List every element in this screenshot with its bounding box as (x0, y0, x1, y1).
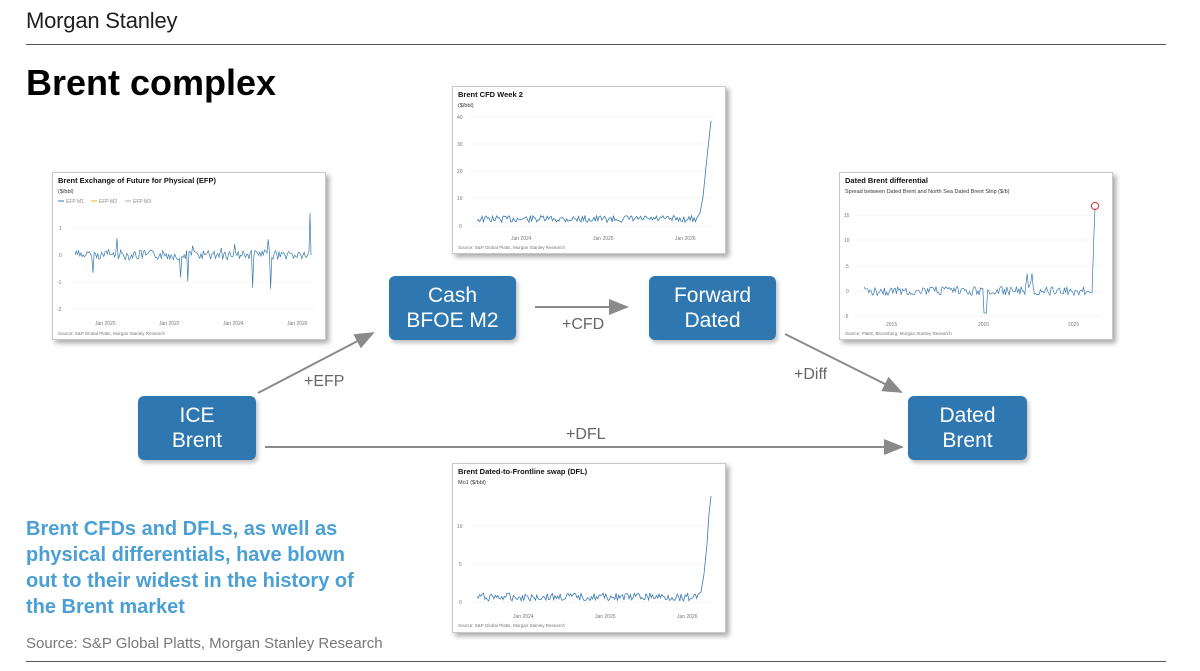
svg-text:2025: 2025 (1068, 322, 1079, 328)
svg-text:15: 15 (844, 213, 850, 219)
edge-label-efp: +EFP (304, 373, 345, 390)
chart-efp-unit: ($/bbl) (58, 189, 74, 195)
svg-text:Jan 2022: Jan 2022 (159, 321, 180, 327)
edge-label-diff: +Diff (794, 366, 828, 383)
svg-text:Source: S&P Global Platts, Mor: Source: S&P Global Platts, Morgan Stanle… (458, 245, 565, 250)
chart-dfl-title: Brent Dated-to-Frontline swap (DFL) (458, 467, 588, 476)
header-divider (26, 44, 1166, 45)
svg-text:Jan 2026: Jan 2026 (287, 321, 308, 327)
chart-cfd-title: Brent CFD Week 2 (458, 90, 523, 99)
svg-text:5: 5 (846, 264, 849, 270)
svg-text:Jan 2026: Jan 2026 (675, 236, 696, 242)
chart-efp-title: Brent Exchange of Future for Physical (E… (58, 176, 216, 185)
chart-dfl-unit: Mo1 ($/bbl) (458, 480, 486, 486)
page-title: Brent complex (26, 62, 277, 103)
svg-text:30: 30 (457, 142, 463, 148)
svg-text:2015: 2015 (886, 322, 897, 328)
chart-cfd-week2: Brent CFD Week 2 ($/bbl) 40 30 20 10 0 J… (452, 86, 726, 254)
svg-text:5: 5 (459, 562, 462, 568)
svg-text:-5: -5 (844, 314, 849, 320)
node-dated-brent: Dated Brent (908, 396, 1027, 460)
svg-text:Jan 2025: Jan 2025 (595, 614, 616, 620)
svg-text:20: 20 (457, 169, 463, 175)
arrow-efp (257, 332, 375, 394)
svg-text:Jan 2025: Jan 2025 (593, 236, 614, 242)
svg-text:40: 40 (457, 115, 463, 121)
chart-diff-unit: Spread between Dated Brent and North Sea… (845, 189, 1010, 195)
chart-dfl: Brent Dated-to-Frontline swap (DFL) Mo1 … (452, 463, 726, 633)
chart-efp: Brent Exchange of Future for Physical (E… (52, 172, 326, 340)
svg-text:Source: S&P Global Platts, Mor: Source: S&P Global Platts, Morgan Stanle… (58, 331, 165, 336)
svg-text:0: 0 (59, 253, 62, 259)
svg-text:2020: 2020 (978, 322, 989, 328)
chart-dated-brent-differential: Dated Brent differential Spread between … (839, 172, 1113, 340)
svg-text:Source: Platts, Bloomberg, Mor: Source: Platts, Bloomberg, Morgan Stanle… (845, 331, 952, 336)
svg-text:-2: -2 (57, 307, 62, 313)
svg-text:Jan 2024: Jan 2024 (513, 614, 534, 620)
svg-text:Jan 2024: Jan 2024 (511, 236, 532, 242)
chart-diff-highlight-marker (1090, 201, 1100, 211)
svg-text:10: 10 (457, 524, 463, 530)
svg-text:-1: -1 (57, 280, 62, 286)
legend-efp-m2: EFP M2 (99, 199, 117, 205)
svg-text:0: 0 (459, 224, 462, 230)
svg-text:0: 0 (459, 600, 462, 606)
svg-text:1: 1 (59, 226, 62, 232)
legend-efp-m1: EFP M1 (66, 199, 84, 205)
svg-text:Jan 2020: Jan 2020 (95, 321, 116, 327)
svg-text:0: 0 (846, 289, 849, 295)
svg-text:10: 10 (844, 238, 850, 244)
key-takeaway: Brent CFDs and DFLs, as well as physical… (26, 518, 354, 618)
footer-divider (26, 661, 1166, 662)
svg-text:Jan 2026: Jan 2026 (677, 614, 698, 620)
svg-text:10: 10 (457, 196, 463, 202)
brand-logo: Morgan Stanley (26, 8, 178, 33)
node-forward-dated: Forward Dated (649, 276, 776, 340)
arrow-diff (784, 333, 903, 393)
chart-diff-title: Dated Brent differential (845, 176, 928, 185)
legend-efp-m3: EFP M3 (133, 199, 151, 205)
svg-text:Jan 2024: Jan 2024 (223, 321, 244, 327)
node-cash-bfoe-m2: Cash BFOE M2 (389, 276, 516, 340)
chart-cfd-unit: ($/bbl) (458, 103, 474, 109)
edge-label-dfl: +DFL (566, 426, 606, 443)
edge-label-cfd: +CFD (562, 316, 605, 333)
node-ice-brent: ICE Brent (138, 396, 256, 460)
source-note: Source: S&P Global Platts, Morgan Stanle… (26, 635, 383, 652)
svg-text:Source: S&P Global Platts, Mor: Source: S&P Global Platts, Morgan Stanle… (458, 623, 565, 628)
